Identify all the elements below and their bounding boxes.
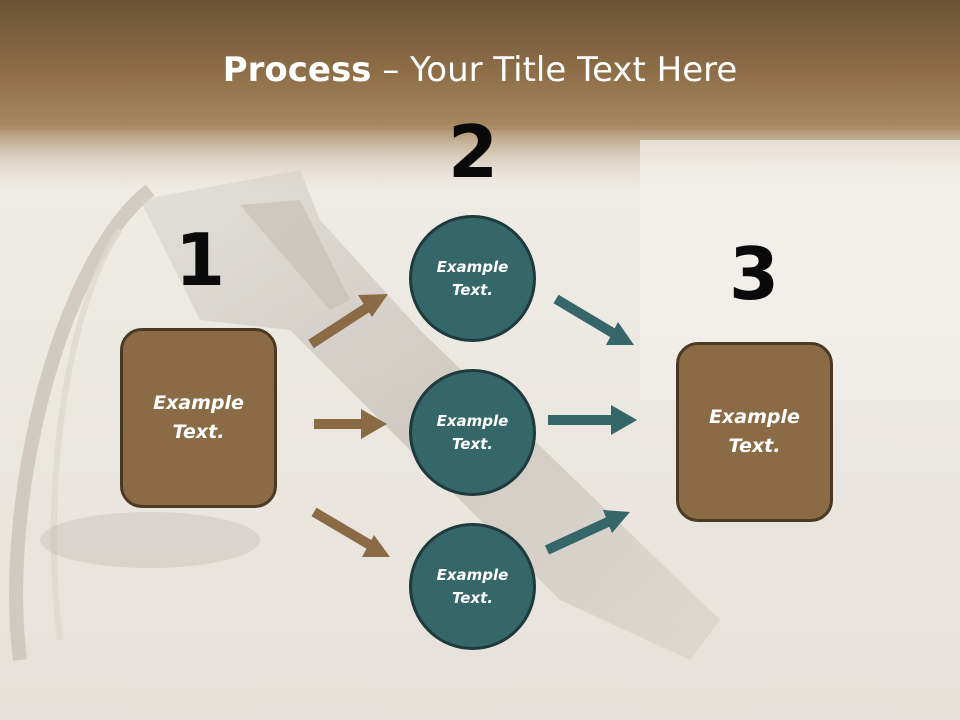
arrow-brown-up (308, 294, 388, 349)
arrow-brown-down (311, 507, 390, 557)
start-box-text: Example Text. (153, 392, 244, 443)
arrow-teal-down (553, 294, 634, 345)
circle-middle-text: Example Text. (436, 411, 509, 453)
arrow-teal-up (544, 510, 630, 555)
start-box: Example Text. (120, 328, 277, 508)
arrow-brown-right (314, 409, 387, 439)
step-number-1: 1 (174, 218, 226, 302)
circle-bottom-text: Example Text. (436, 565, 509, 607)
arrow-teal-right (548, 405, 637, 435)
result-box-text: Example Text. (709, 406, 800, 457)
process-circle-middle: Example Text. (409, 369, 536, 496)
result-box: Example Text. (676, 342, 833, 522)
process-circle-top: Example Text. (409, 215, 536, 342)
process-circle-bottom: Example Text. (409, 523, 536, 650)
step-number-2: 2 (447, 110, 499, 194)
step-number-3: 3 (728, 232, 780, 316)
circle-top-text: Example Text. (436, 257, 509, 299)
title-bold-part: Process (222, 50, 372, 90)
title-rest-part: – Your Title Text Here (371, 50, 738, 90)
slide-title: Process – Your Title Text Here (0, 50, 960, 90)
